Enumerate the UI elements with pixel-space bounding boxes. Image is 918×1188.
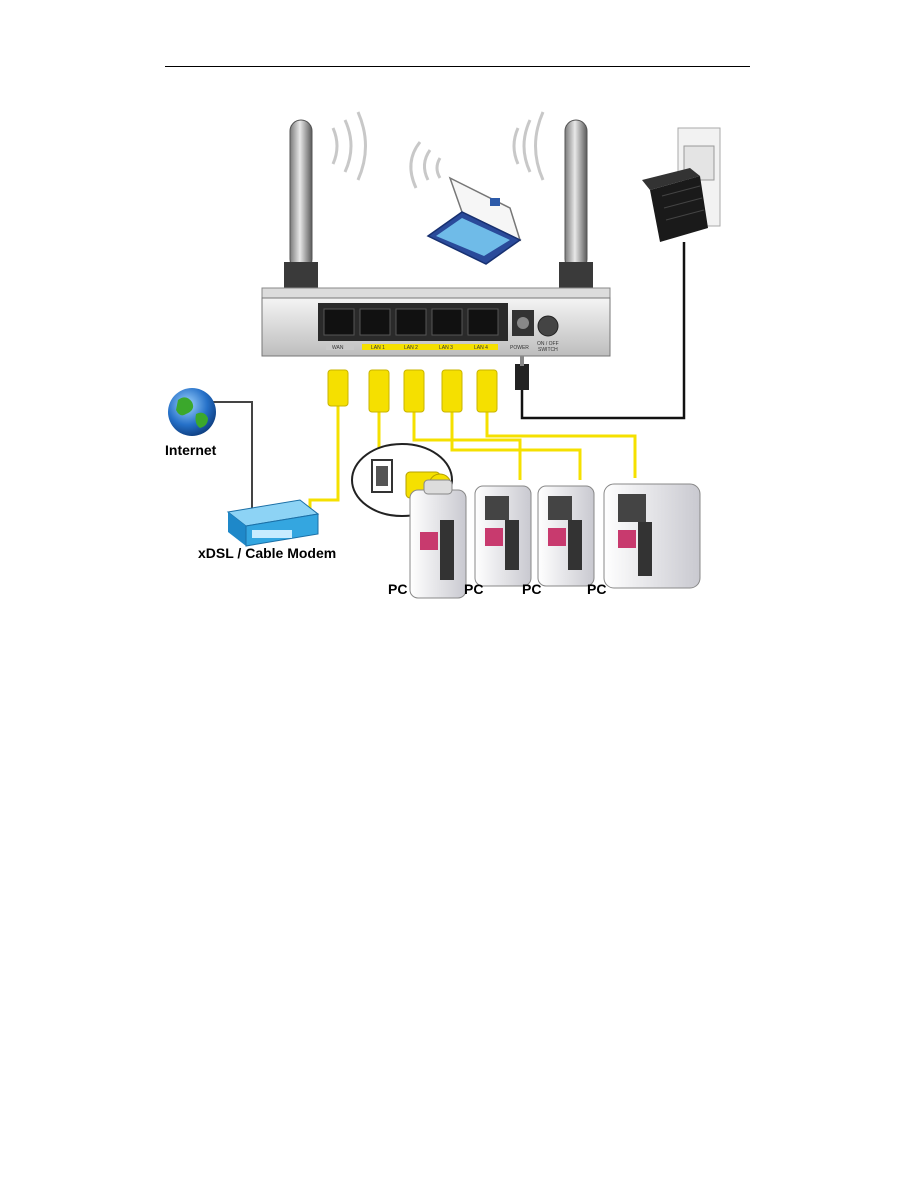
header-rule	[165, 66, 750, 67]
power-plug-icon	[515, 356, 529, 390]
label-pc-2: PC	[464, 581, 484, 597]
port-label-switch-line2: SWITCH	[538, 347, 558, 353]
power-adapter-icon	[642, 168, 708, 242]
ethernet-connector-icon	[327, 369, 498, 413]
router	[261, 287, 611, 357]
pc-tower-icon	[409, 479, 701, 599]
modem-icon	[226, 499, 320, 547]
port-label-switch-line1: ON / OFF	[537, 341, 559, 347]
port-label-lan2: LAN 2	[404, 345, 418, 351]
internet-line	[210, 401, 253, 510]
port-label-wan: WAN	[332, 345, 344, 351]
label-pc-3: PC	[522, 581, 542, 597]
wifi-waves-icon	[331, 111, 545, 189]
port-label-lan1: LAN 1	[371, 345, 385, 351]
ethernet-port-icon	[323, 308, 499, 336]
laptop-icon	[426, 176, 522, 265]
label-pc-4: PC	[587, 581, 607, 597]
label-pc-1: PC	[388, 581, 408, 597]
port-labels: WAN LAN 1 LAN 2 LAN 3 LAN 4 POWER ON / O…	[332, 341, 559, 353]
label-modem: xDSL / Cable Modem	[198, 545, 337, 561]
globe-icon	[168, 388, 216, 436]
power-cable	[520, 242, 686, 420]
label-internet: Internet	[165, 442, 217, 458]
port-label-power: POWER	[510, 345, 529, 351]
port-label-lan4: LAN 4	[474, 345, 488, 351]
port-label-lan3: LAN 3	[439, 345, 453, 351]
